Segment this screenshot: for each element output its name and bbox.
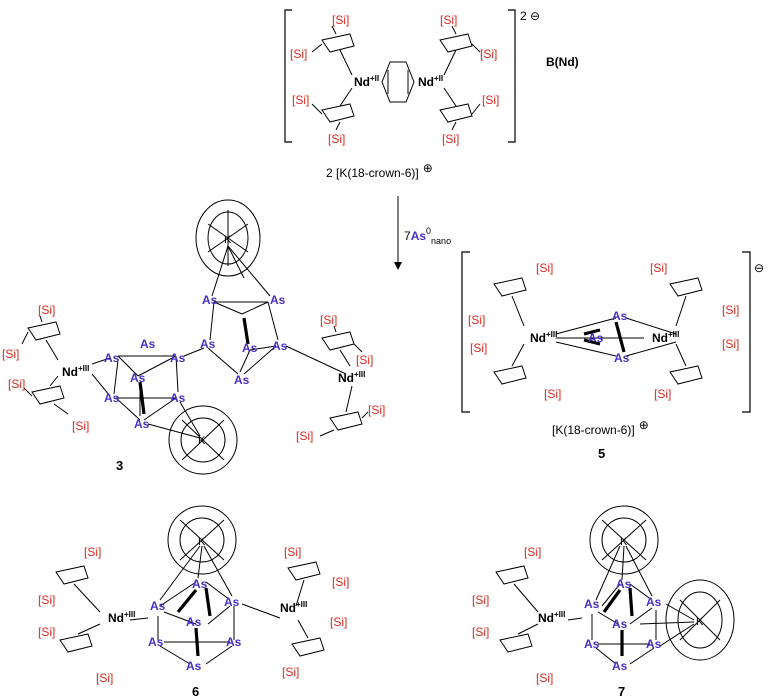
compound-label-5: 5 <box>598 446 605 461</box>
si-label: [Si] <box>440 13 457 27</box>
si-label: [Si] <box>96 671 113 685</box>
si-label: [Si] <box>536 671 553 685</box>
charge-minus: ⊖ <box>754 261 764 275</box>
nd-atom: Nd+II <box>354 74 379 89</box>
si-label: [Si] <box>472 625 489 639</box>
potassium-atom: K <box>198 435 206 447</box>
precursor-cation: 2 [K(18-crown-6)]⊕ <box>326 161 433 180</box>
as-atom: As <box>612 617 628 631</box>
si-label: [Si] <box>470 341 487 355</box>
si-label: [Si] <box>332 13 349 27</box>
si-label: [Si] <box>328 132 345 146</box>
as-atom: As <box>192 577 208 591</box>
si-label: [Si] <box>84 545 101 559</box>
as-atom: As <box>200 337 216 351</box>
compound-6: K [Si] [Si] [Si] [Si] Nd+III [Si] [Si] [ <box>38 505 349 699</box>
compound-7: K K [Si] [Si] [Si] [Si] Nd+III As <box>472 505 735 699</box>
as-atom: As <box>202 293 218 307</box>
nd-atom: Nd+III <box>538 610 565 625</box>
nd-atom: Nd+III <box>530 330 557 345</box>
compound-label-7: 7 <box>618 684 625 699</box>
as-atom: As <box>272 339 288 353</box>
nd-atom: Nd+III <box>108 610 135 625</box>
charge-2minus: 2 <box>520 9 527 23</box>
si-label: [Si] <box>284 545 301 559</box>
si-label: [Si] <box>482 93 499 107</box>
si-label: [Si] <box>650 261 667 275</box>
as-atom: As <box>616 577 632 591</box>
as-atom: As <box>646 637 662 651</box>
si-label: [Si] <box>2 347 19 361</box>
nd-atom: Nd+III <box>280 600 307 615</box>
reagent-label: 7As0nano <box>404 226 451 246</box>
as-atom: As <box>614 351 630 365</box>
nd-atom: Nd+III <box>652 330 679 345</box>
nd-atom: Nd+III <box>338 370 365 385</box>
compound-label-3: 3 <box>116 458 123 473</box>
si-label: [Si] <box>368 403 385 417</box>
compound-label-6: 6 <box>192 684 199 699</box>
as-atom: As <box>170 351 186 365</box>
si-label: [Si] <box>722 337 739 351</box>
si-label: [Si] <box>472 593 489 607</box>
nd-atom: Nd+III <box>62 364 89 379</box>
compound-3: K K <box>2 199 385 475</box>
as-atom: As <box>270 293 286 307</box>
si-label: [Si] <box>38 593 55 607</box>
si-label: [Si] <box>654 387 671 401</box>
as-atom: As <box>584 597 600 611</box>
si-label: [Si] <box>524 545 541 559</box>
si-label: [Si] <box>442 132 459 146</box>
as-atom: As <box>588 331 604 345</box>
si-label: [Si] <box>722 303 739 317</box>
si-label: [Si] <box>536 261 553 275</box>
si-label: [Si] <box>544 387 561 401</box>
as-atom: As <box>150 599 166 613</box>
as-atom: As <box>646 595 662 609</box>
cation-5: [K(18-crown-6)]⊕ <box>552 418 649 437</box>
si-label: [Si] <box>38 303 55 317</box>
as-atom: As <box>226 635 242 649</box>
si-label: [Si] <box>296 429 313 443</box>
as-atom: As <box>134 417 150 431</box>
si-label: [Si] <box>332 575 349 589</box>
as-atom: As <box>130 371 146 385</box>
potassium-atom: K <box>224 234 232 246</box>
si-label: [Si] <box>330 615 347 629</box>
si-label: [Si] <box>72 419 89 433</box>
nd-atom: Nd+II <box>418 74 443 89</box>
si-label: [Si] <box>8 377 25 391</box>
as-atom: As <box>584 637 600 651</box>
potassium-atom: K <box>696 616 704 628</box>
si-label: [Si] <box>38 625 55 639</box>
si-label: [Si] <box>356 353 373 367</box>
precursor-label: B(Nd) <box>546 55 579 69</box>
as-atom: As <box>104 351 120 365</box>
si-label: [Si] <box>320 313 337 327</box>
as-atom: As <box>170 391 186 405</box>
as-atom: As <box>242 341 258 355</box>
si-label: [Si] <box>282 665 299 679</box>
as-atom: As <box>612 659 628 673</box>
as-atom: As <box>148 635 164 649</box>
as-atom: As <box>612 309 628 323</box>
si-label: [Si] <box>290 47 307 61</box>
compound-5: ⊖ [Si] [Si] [Si] [Si] [Si] [Si] [Si] [Si… <box>461 251 764 461</box>
si-label: [Si] <box>480 47 497 61</box>
potassium-atom: K <box>198 536 206 548</box>
as-atom: As <box>224 595 240 609</box>
si-label: [Si] <box>292 93 309 107</box>
si-label: [Si] <box>468 313 485 327</box>
potassium-atom: K <box>620 536 628 548</box>
charge-minus-sign: ⊖ <box>530 9 540 23</box>
precursor-complex: 2 ⊖ B(Nd) [Si] [Si] [Si] [Si] [Si] [Si] … <box>284 9 579 146</box>
as-atom: As <box>186 659 202 673</box>
as-atom: As <box>234 373 250 387</box>
as-atom: As <box>140 337 156 351</box>
as-atom: As <box>186 615 202 629</box>
as-atom: As <box>104 391 120 405</box>
